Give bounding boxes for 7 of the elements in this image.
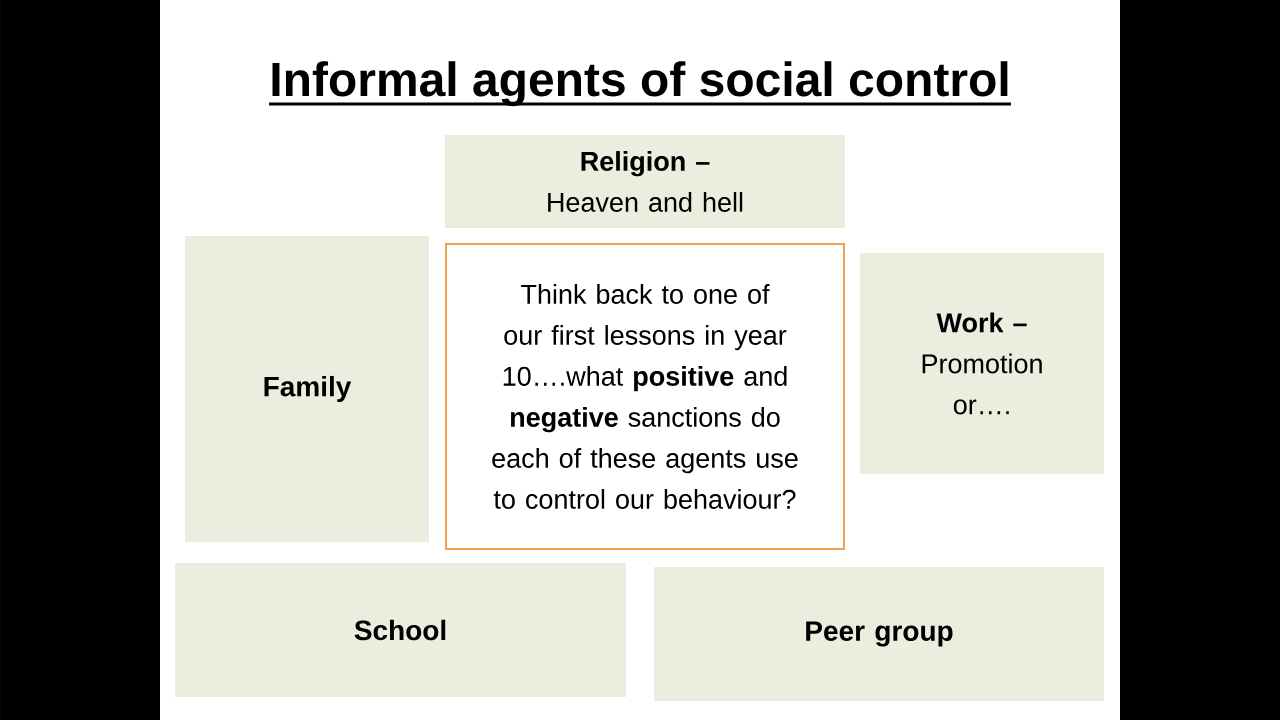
title: Informal agents of social control <box>269 61 1011 107</box>
topic-box: Religion – Heaven and hell <box>445 135 845 228</box>
topic-box: School <box>175 563 626 697</box>
question-box: Think back to one of our first lessons in year 10….what positive and negative sanctions do each of these agents use to control our behaviour? <box>445 243 845 550</box>
topic-box: Work – Promotion or…. <box>860 253 1104 474</box>
topic-box: Peer group <box>654 567 1104 701</box>
topic-box: Family <box>185 236 429 542</box>
